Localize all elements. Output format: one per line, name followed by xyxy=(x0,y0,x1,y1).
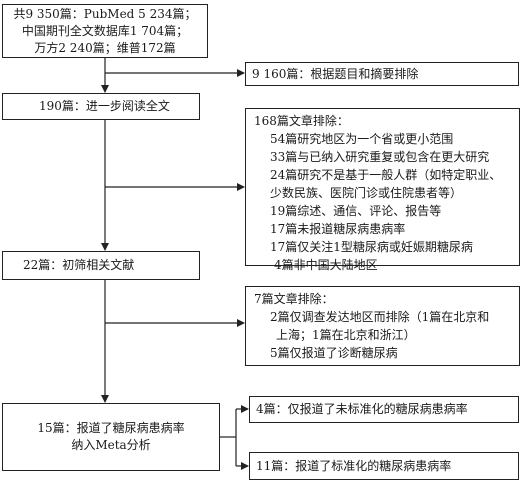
included-line-2: 纳入Meta分析 xyxy=(71,438,151,452)
excluded-168-item: 33篇与已纳入研究重复或包含在更大研究 xyxy=(270,150,490,164)
initial-screening-box: 22篇：初筛相关文献 xyxy=(2,251,200,280)
excluded-168-box: 168篇文章排除： 54篇研究地区为一个省或更小范围 33篇与已纳入研究重复或包… xyxy=(245,108,520,272)
excluded-7-item: 上海；1篇在北京和浙江） xyxy=(276,328,416,342)
excluded-title-box: 9 160篇：根据题目和摘要排除 xyxy=(245,62,519,86)
non-standard-box: 4篇：仅报道了未标准化的糖尿病患病率 xyxy=(249,396,519,423)
excluded-7-item: 2篇仅调查发达地区而排除（1篇在北京和 xyxy=(270,310,490,324)
excluded-168-item: 24篇研究不是基于一般人群（如特定职业、 xyxy=(270,168,502,182)
initial-screening-label: 22篇：初筛相关文献 xyxy=(23,258,135,272)
excluded-7-heading: 7篇文章排除： xyxy=(254,292,334,306)
sources-line-2: 中国期刊全文数据库1 704篇； xyxy=(21,24,189,38)
excluded-168-item: 19篇综述、通信、评论、报告等 xyxy=(270,204,442,218)
sources-line-3: 万方2 240篇；维普172篇 xyxy=(34,41,176,55)
full-text-label: 190篇：进一步阅读全文 xyxy=(39,99,170,113)
excluded-168-item: 17篇仅关注1型糖尿病或妊娠期糖尿病 xyxy=(270,240,473,254)
sources-line-1: 共9 350篇：PubMed 5 234篇； xyxy=(13,7,197,21)
included-box: 15篇：报道了糖尿病患病率 纳入Meta分析 xyxy=(2,403,220,471)
excluded-title-text: 9 160篇：根据题目和摘要排除 xyxy=(252,67,419,81)
standard-box: 11篇：报道了标准化的糖尿病患病率 xyxy=(249,452,519,480)
non-standard-label: 4篇：仅报道了未标准化的糖尿病患病率 xyxy=(256,402,468,416)
excluded-168-item: 54篇研究地区为一个省或更小范围 xyxy=(270,132,454,146)
standard-label: 11篇：报道了标准化的糖尿病患病率 xyxy=(256,459,452,473)
excluded-168-heading: 168篇文章排除： xyxy=(254,114,349,128)
excluded-7-item: 5篇仅报道了诊断糖尿病 xyxy=(270,346,398,360)
excluded-168-item: 少数民族、医院门诊或住院患者等） xyxy=(270,186,463,200)
sources-box: 共9 350篇：PubMed 5 234篇； 中国期刊全文数据库1 704篇； … xyxy=(2,4,208,58)
full-text-box: 190篇：进一步阅读全文 xyxy=(2,93,200,120)
excluded-7-box: 7篇文章排除： 2篇仅调查发达地区而排除（1篇在北京和 上海；1篇在北京和浙江）… xyxy=(245,286,520,366)
excluded-168-item: 17篇未报道糖尿病患病率 xyxy=(270,222,406,236)
excluded-168-item: 4篇非中国大陆地区 xyxy=(274,258,378,272)
included-line-1: 15篇：报道了糖尿病患病率 xyxy=(37,421,185,435)
